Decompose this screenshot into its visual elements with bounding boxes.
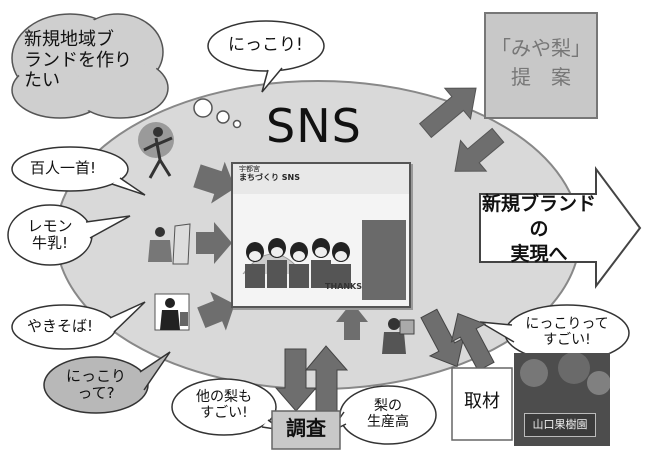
screen-logo-small: 宇都宮: [239, 165, 260, 173]
brand-arrow: [479, 165, 642, 289]
bubble-hyakunin-text: 百人一首!: [30, 159, 97, 177]
shuzai-box: [451, 367, 513, 441]
chousa-box: [271, 410, 341, 450]
hoka-line: 他の梨も: [196, 389, 252, 405]
bubble-yakisoba-shape: [11, 301, 146, 350]
nashi-line: 梨の: [374, 398, 402, 414]
lemon-line: 牛乳!: [31, 234, 68, 253]
lemon-line: レモン: [27, 217, 73, 235]
bubble-nikkori-shape: [207, 20, 325, 93]
hoka-line: すごい!: [200, 405, 248, 422]
nikkori-te-line: にっこり: [65, 367, 126, 385]
bubble-nashi-text: 梨の 生産高: [348, 398, 428, 430]
sns-screen-mockup: 宇都宮 まちづくり SNS: [231, 162, 411, 308]
miyanashi-line: 「みや梨」: [491, 36, 591, 60]
arrow-down-chousa: [274, 348, 318, 412]
thought-dot: [232, 119, 242, 129]
thought-text: 新規地域ブ ランドを作り たい: [24, 29, 132, 92]
arrow-right-2: [196, 222, 232, 264]
nikkori-te-line: って?: [77, 384, 115, 403]
thought-line: 新規地域ブ: [24, 29, 114, 50]
bubble-yakisoba-text: やきそば!: [27, 317, 94, 335]
thought-line: ランドを作り: [24, 49, 132, 71]
brand-arrow-text: 新規ブランド の 実現へ: [480, 192, 598, 267]
bubble-sugoi-shape: [479, 304, 630, 362]
person-icon-running: [138, 122, 174, 179]
miyanashi-box: [484, 12, 598, 119]
orchard-photo: 山口果樹園: [514, 353, 610, 446]
brand-line: の: [529, 218, 549, 241]
arrow-to-shuzai: [420, 308, 465, 368]
bubble-nikkori-te-text: にっこり って?: [50, 367, 142, 403]
thought-cloud-inner: [14, 16, 166, 116]
arrow-up-screen: [336, 302, 368, 340]
sugoi-line: にっこりって: [525, 316, 609, 332]
chousa-text: 調査: [286, 416, 326, 440]
miyanashi-text: 「みや梨」 提 案: [485, 34, 597, 92]
bubble-hyakunin-shape: [11, 146, 146, 196]
shuzai-text: 取材: [464, 391, 500, 412]
arrow-from-miyanashi: [454, 127, 505, 172]
person-icon-desk: [148, 223, 191, 265]
person-icon-computer: [154, 293, 190, 331]
arrow-right-1: [193, 161, 236, 204]
bubble-sugoi-text: にっこりって すごい!: [512, 316, 622, 348]
arrow-up-chousa: [304, 345, 349, 412]
arrow-from-shuzai: [450, 312, 495, 372]
thought-dot: [193, 98, 213, 118]
screen-figures: [242, 238, 351, 288]
thought-line: たい: [24, 70, 60, 92]
bubble-lemon-text: レモン 牛乳!: [10, 217, 90, 253]
miyanashi-line: 提 案: [511, 65, 571, 89]
person-icon-bottom: [382, 318, 415, 354]
screen-login-panel: [362, 220, 406, 300]
screen-logo-main: まちづくり SNS: [239, 172, 301, 182]
brand-line: 新規ブランド: [481, 193, 596, 215]
thought-dot: [216, 110, 230, 124]
orchard-sign: 山口果樹園: [524, 413, 596, 437]
arrow-right-3: [197, 291, 235, 331]
brand-line: 実現へ: [510, 243, 568, 266]
arrow-to-miyanashi: [418, 87, 477, 139]
sugoi-line: すごい!: [543, 332, 591, 349]
nashi-line: 生産高: [367, 414, 409, 431]
screen-thanks: THANKS: [325, 282, 362, 291]
bubble-nikkori-text: にっこり!: [228, 35, 303, 55]
screen-header: 宇都宮 まちづくり SNS: [233, 164, 409, 194]
bubble-nikkori-te-shape: [43, 351, 171, 414]
screen-logo: 宇都宮 まちづくり SNS: [239, 165, 301, 182]
bubble-hoka-text: 他の梨も すごい!: [180, 389, 268, 421]
sns-title: SNS: [266, 99, 362, 153]
bubble-lemon-shape: [7, 204, 131, 266]
